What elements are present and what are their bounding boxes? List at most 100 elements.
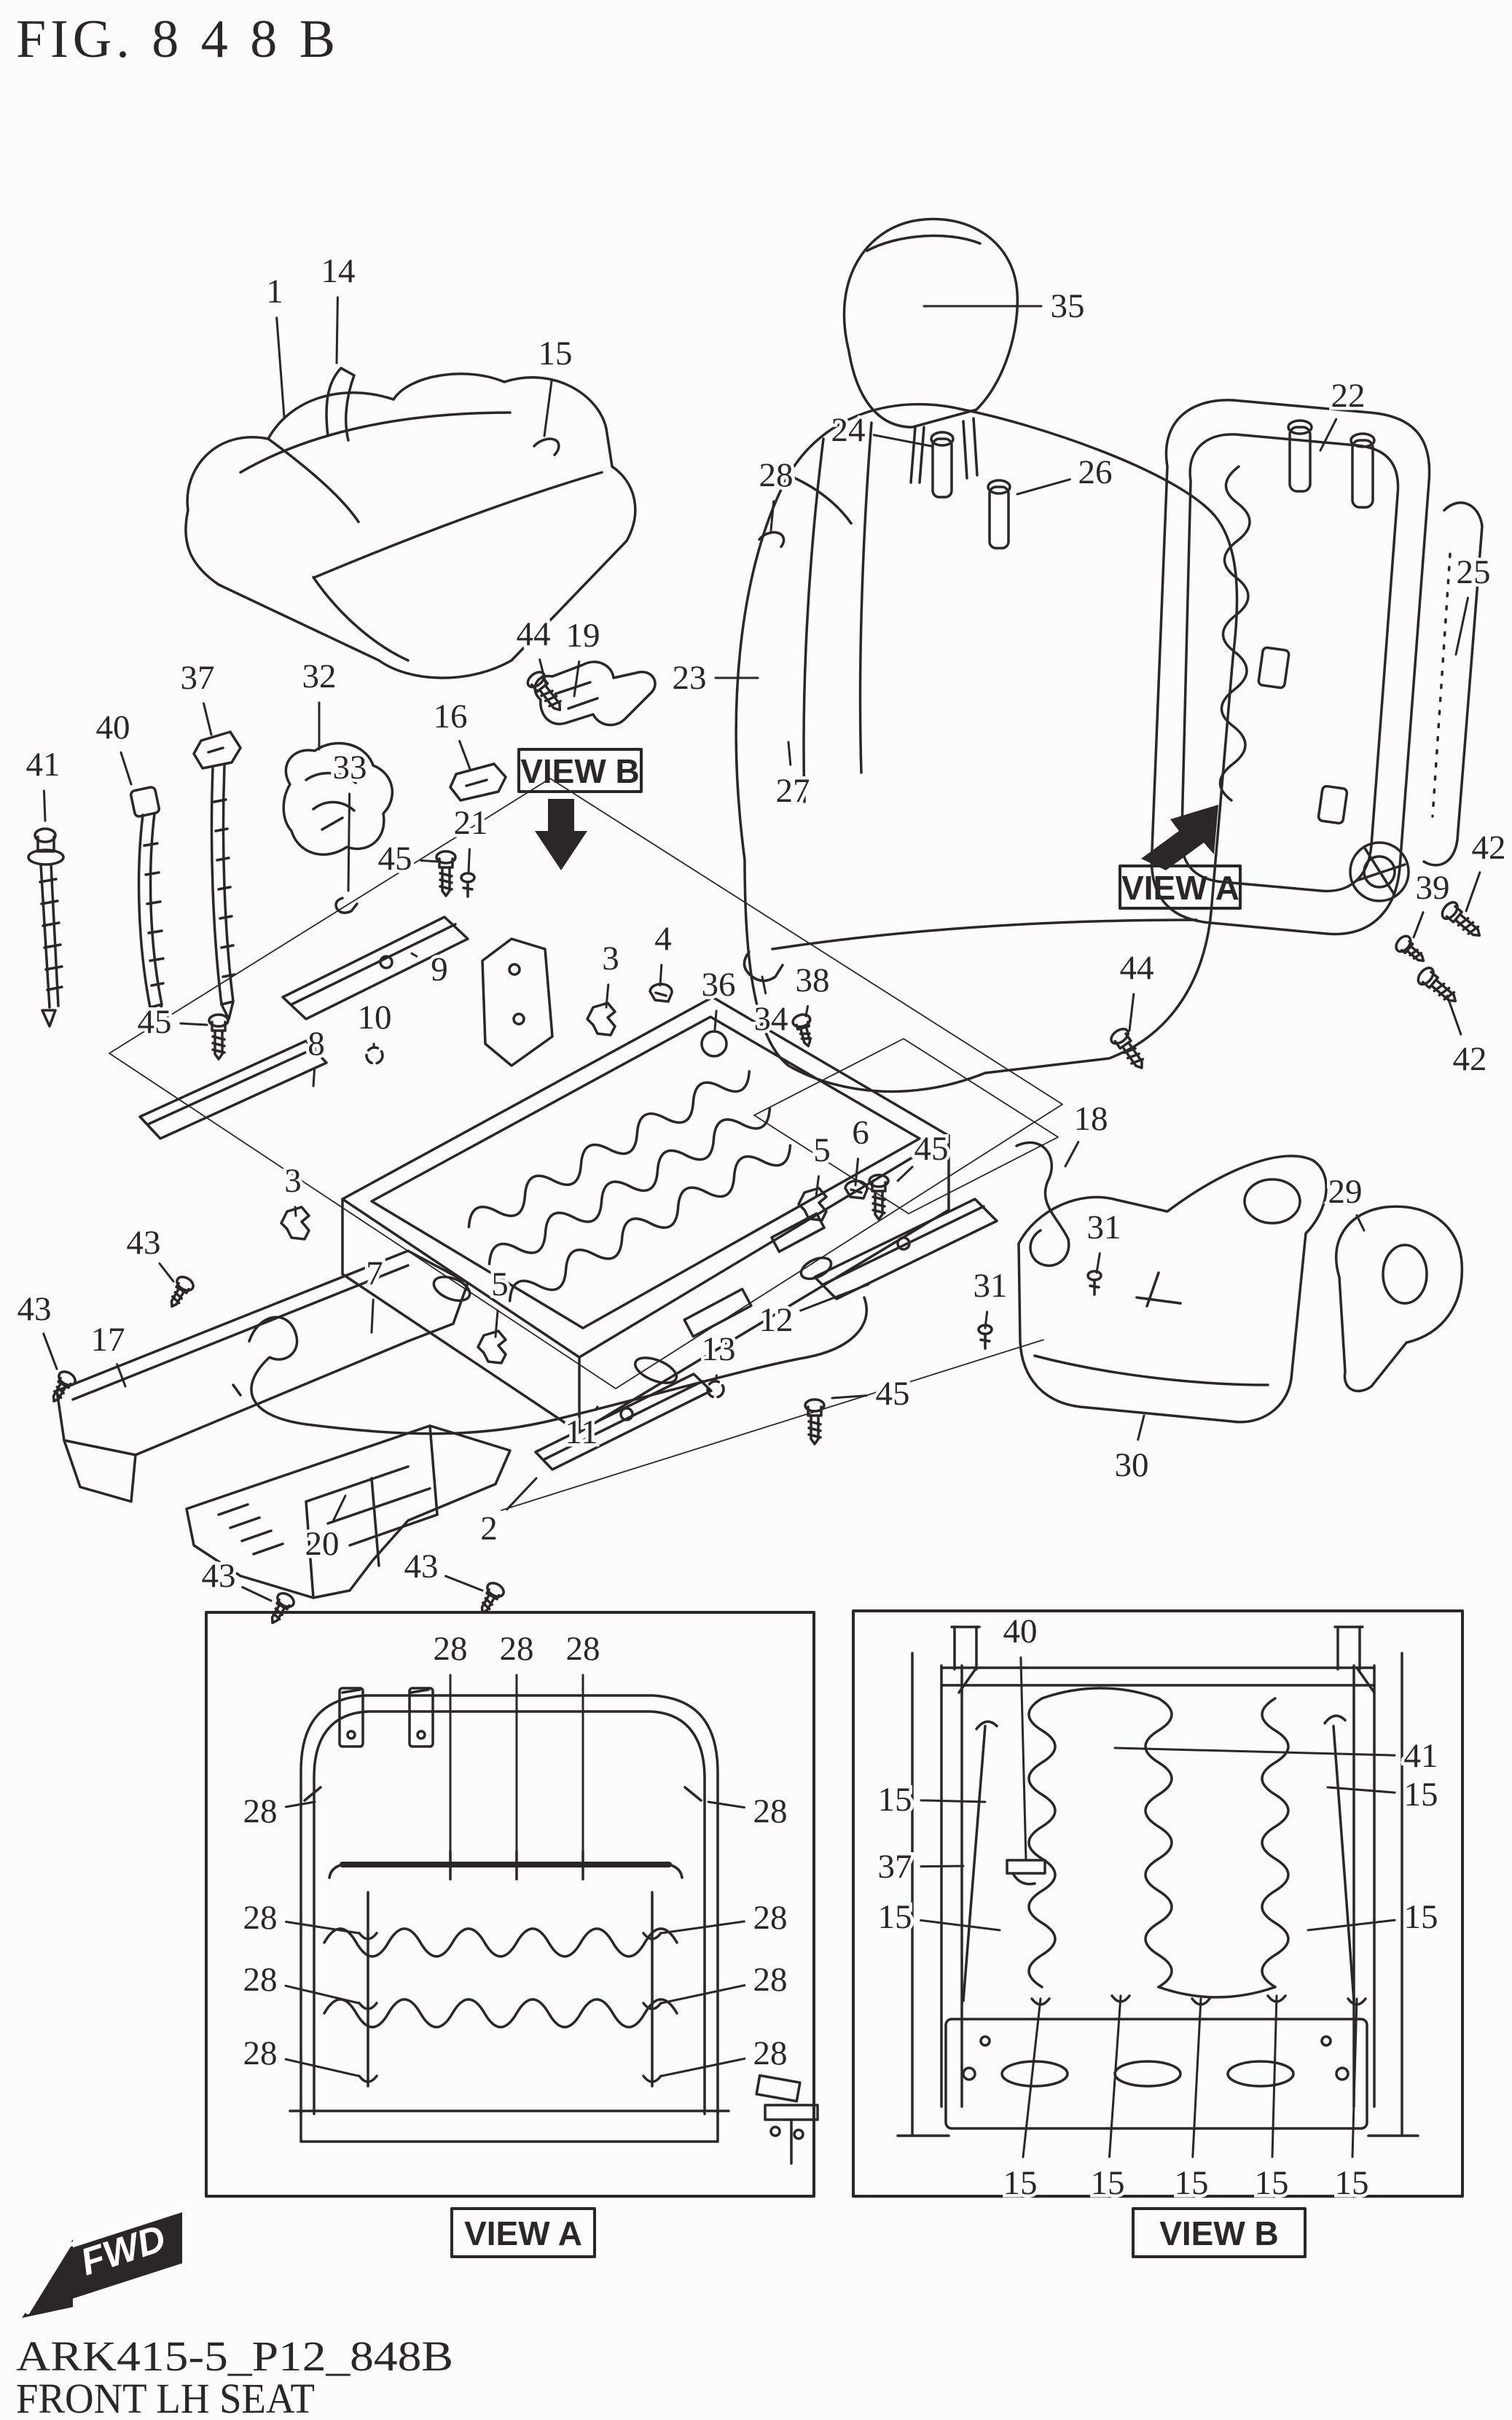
- cable-tie-37-drawing: [192, 730, 242, 1020]
- wire-18-drawing: [1015, 1141, 1070, 1267]
- leader-line: [594, 1405, 599, 1411]
- callout-14: 14: [318, 249, 359, 364]
- part-number: 28: [500, 1630, 534, 1668]
- leader-line: [769, 500, 775, 532]
- part-number: 2: [480, 1510, 498, 1547]
- leader-line: [444, 1574, 484, 1592]
- callout-40: 40: [93, 706, 133, 786]
- part-number: 28: [753, 1899, 788, 1937]
- part-number: 38: [796, 961, 830, 999]
- seat-cushion-drawing: [184, 372, 637, 679]
- side-shield-30-drawing: [1017, 1155, 1328, 1424]
- callout-28: 28: [707, 1789, 791, 1834]
- part-number: 45: [378, 840, 412, 878]
- leader-line: [659, 964, 663, 987]
- screw-38-icon: [790, 1011, 818, 1050]
- callout-45: 45: [896, 1127, 952, 1182]
- callout-41: 41: [1113, 1734, 1441, 1779]
- leader-line: [660, 1920, 745, 1935]
- hook-3-icon: [586, 1002, 616, 1037]
- callout-43: 43: [123, 1221, 175, 1283]
- callout-32: 32: [299, 655, 340, 751]
- callout-25: 25: [1453, 550, 1494, 656]
- leader-line: [1016, 478, 1071, 496]
- leader-line: [1355, 1214, 1366, 1232]
- leader-line: [605, 983, 610, 1009]
- callout-15: 15: [874, 1778, 987, 1822]
- callout-15: 15: [1307, 1895, 1441, 1940]
- part-number: 28: [243, 1792, 278, 1830]
- callout-28: 28: [496, 1627, 537, 1859]
- recliner-lever-29-drawing: [1335, 1205, 1464, 1393]
- bolt-41-drawing: [27, 827, 65, 1028]
- leader-line: [1128, 993, 1135, 1032]
- leader-line: [707, 1800, 745, 1809]
- callout-28: 28: [240, 1958, 360, 2005]
- part-number: 16: [434, 698, 468, 735]
- callout-28: 28: [660, 1896, 791, 1940]
- part-number: 19: [566, 617, 600, 655]
- callout-11: 11: [562, 1405, 601, 1455]
- callout-13: 13: [698, 1327, 739, 1381]
- callout-45: 45: [134, 1000, 208, 1045]
- leader-line: [1319, 418, 1338, 452]
- leader-line: [42, 789, 47, 822]
- screw-39-icon: [1392, 932, 1430, 969]
- part-number: 39: [1416, 869, 1450, 907]
- leader-line: [332, 1494, 347, 1522]
- part-number: 28: [753, 1961, 788, 1999]
- part-number: 15: [1404, 1776, 1438, 1814]
- view-a-flag: VIEW A: [1119, 805, 1242, 910]
- part-number: 15: [1175, 2164, 1209, 2202]
- tray-20-drawing: [185, 1424, 512, 1599]
- leader-line: [275, 316, 286, 418]
- leader-line: [120, 751, 133, 786]
- pin-31-icon: [1086, 1270, 1102, 1296]
- hook-5b-icon: [477, 1330, 507, 1365]
- fwd-badge: FWD: [22, 2207, 182, 2318]
- part-number: 13: [702, 1330, 736, 1368]
- part-number: 41: [26, 746, 60, 784]
- callout-15: 15: [1087, 1994, 1128, 2206]
- callout-20: 20: [302, 1494, 347, 1566]
- figure-title: FIG. 8 4 8 B: [16, 9, 340, 69]
- part-number: 5: [491, 1265, 509, 1303]
- part-number: 15: [878, 1781, 912, 1819]
- callout-33: 33: [329, 746, 370, 892]
- callout-3: 3: [281, 1159, 305, 1217]
- callout-18: 18: [1064, 1097, 1111, 1168]
- leader-line: [179, 1022, 208, 1026]
- part-number: 8: [308, 1025, 325, 1063]
- part-number: 30: [1115, 1446, 1149, 1484]
- callout-31: 31: [1084, 1206, 1124, 1274]
- leader-line: [854, 1158, 859, 1187]
- part-number: 5: [813, 1131, 831, 1169]
- part-number: 28: [434, 1630, 468, 1668]
- part-number: 28: [243, 2034, 278, 2072]
- callout-10: 10: [354, 996, 395, 1048]
- part-number: 4: [654, 920, 672, 958]
- part-number: 28: [753, 1792, 788, 1830]
- part-number: 28: [759, 456, 794, 494]
- leader-line: [831, 1394, 868, 1400]
- snap-ring-10-icon: [365, 1046, 384, 1065]
- leader-line: [1095, 1252, 1101, 1274]
- seat-back-frame-drawing: [1150, 399, 1484, 936]
- callout-15: 15: [1251, 1994, 1292, 2206]
- part-number: 35: [1051, 287, 1085, 325]
- pin-33-drawing: [334, 897, 359, 914]
- leader-line: [1113, 1746, 1396, 1757]
- leader-line: [241, 1585, 273, 1602]
- callout-34: 34: [751, 975, 791, 1042]
- callout-29: 29: [1325, 1170, 1366, 1232]
- leader-line: [370, 1298, 375, 1334]
- part-number: 45: [914, 1130, 949, 1168]
- callout-6: 6: [849, 1111, 872, 1187]
- part-number: 31: [1087, 1209, 1121, 1246]
- callout-36: 36: [698, 963, 739, 1031]
- leader-line: [285, 1921, 360, 1935]
- leader-line: [804, 1004, 809, 1018]
- callout-43: 43: [14, 1287, 58, 1370]
